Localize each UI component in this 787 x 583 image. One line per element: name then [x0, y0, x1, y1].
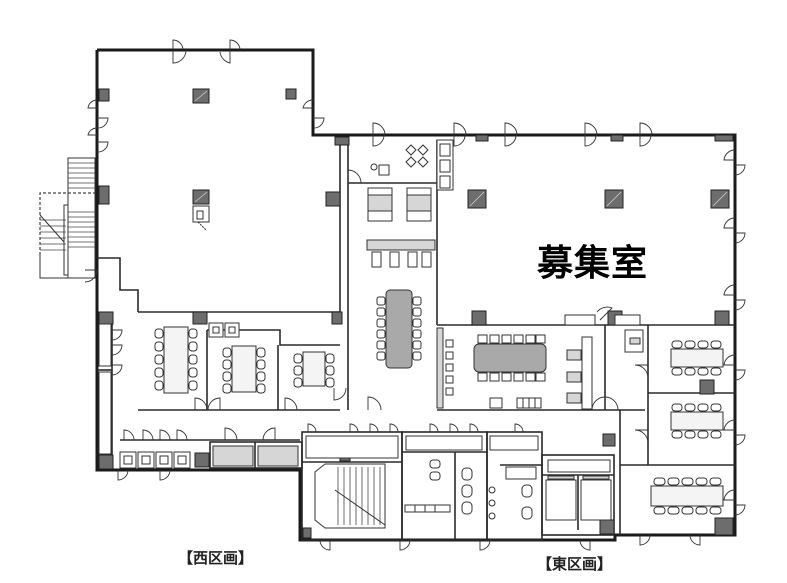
elevators: [545, 459, 612, 521]
storage-lockers: [98, 323, 299, 469]
large-meeting-table: [376, 289, 422, 369]
restrooms: [305, 435, 539, 520]
chair-icon: [477, 334, 546, 382]
west-section-label: 【西区画】: [178, 549, 254, 567]
recruitment-room-label: 募集室: [537, 243, 649, 284]
lounge-area: [366, 139, 454, 268]
west-meeting-room-a: [154, 326, 198, 394]
doors: [84, 39, 746, 551]
west-meeting-room-b: [208, 322, 266, 394]
west-meeting-room-c: [293, 351, 335, 388]
exterior-staircase: [39, 157, 96, 279]
interior-walls: [97, 140, 735, 541]
chair-icon: [653, 477, 722, 515]
chair-icon: [671, 403, 722, 439]
toilet-icon: [429, 459, 537, 520]
exterior-walls: [95, 48, 737, 542]
round-table-cluster-icon: [405, 144, 429, 168]
door-icon: [84, 39, 746, 551]
chair-icon: [376, 296, 422, 361]
meeting-room-3: [650, 477, 724, 515]
chair-icon: [671, 340, 722, 376]
stairwell: [302, 452, 386, 539]
west-open-space-fixture: [192, 205, 210, 231]
cafeteria-area: [436, 314, 644, 410]
east-section-label: 【東区画】: [537, 555, 613, 573]
chair-icon: [293, 353, 335, 388]
chair-icon: [222, 347, 266, 394]
meeting-room-2: [670, 403, 724, 439]
chair-icon: [154, 328, 198, 391]
meeting-room-1: [670, 340, 724, 376]
